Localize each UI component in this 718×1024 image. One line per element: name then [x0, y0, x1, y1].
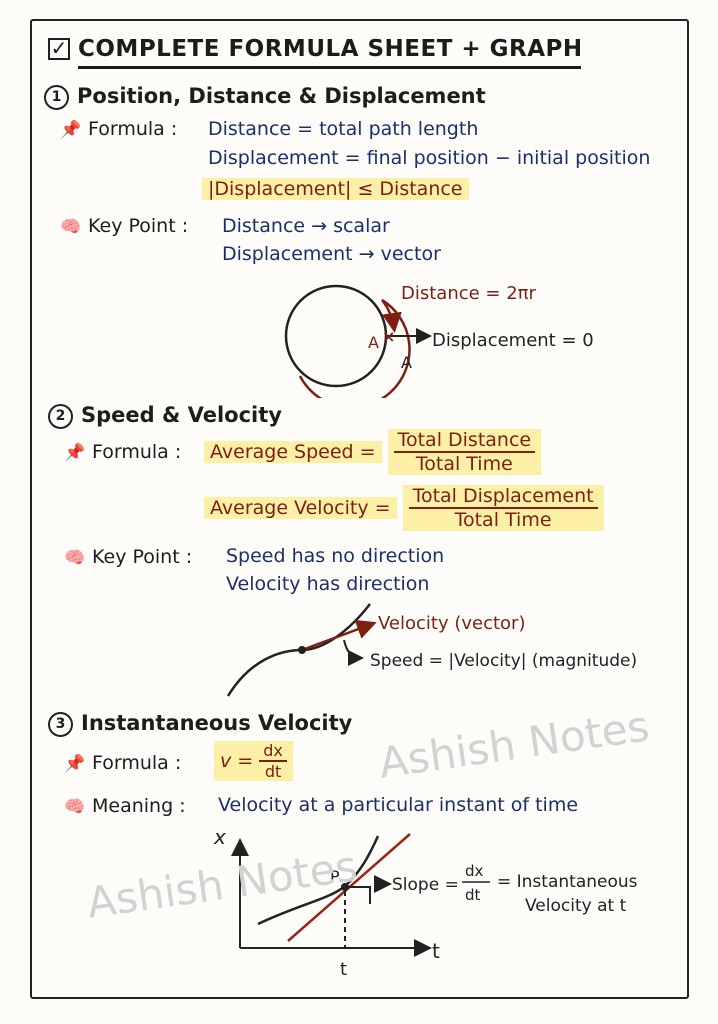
speed-key-line-1: Speed has no direction	[226, 545, 445, 567]
section-3-title: Instantaneous Velocity	[81, 711, 353, 735]
distance-label: Distance = 2πr	[401, 283, 537, 304]
brain-icon: 🧠	[60, 217, 82, 237]
velocity-symbol: v =	[220, 750, 254, 772]
slope-numerator: dx	[465, 862, 484, 880]
average-speed-lhs: Average Speed =	[204, 441, 382, 463]
velocity-diagram: Velocity (vector) Speed = |Velocity| (ma…	[226, 603, 637, 697]
section-3-heading: 3 Instantaneous Velocity	[48, 711, 352, 737]
average-speed-numerator: Total Distance	[393, 429, 536, 453]
point-a-label-2: A	[401, 353, 412, 372]
dx-dt-fraction: dx dt	[259, 741, 287, 781]
pushpin-icon: 📌	[60, 120, 82, 140]
section-3-number: 3	[48, 712, 73, 737]
speed-key-line-2: Velocity has direction	[226, 573, 430, 595]
title-underline	[78, 66, 581, 69]
average-speed-formula: Average Speed = Total Distance Total Tim…	[204, 429, 542, 475]
key-point-label: Key Point :	[92, 546, 193, 568]
key-line-2: Displacement → vector	[222, 243, 441, 265]
section-3-meaning-label-row: 🧠 Meaning :	[64, 795, 186, 817]
point-a-label: A	[368, 333, 379, 352]
checkbox-icon: ✓	[48, 38, 70, 60]
slope-triangle	[345, 886, 371, 904]
meaning-text: Velocity at a particular instant of time	[218, 794, 579, 816]
average-speed-denominator: Total Time	[415, 453, 513, 475]
section-2-number: 2	[48, 404, 73, 429]
average-speed-fraction: Total Distance Total Time	[387, 429, 542, 475]
distance-arc-head	[380, 299, 402, 333]
brain-icon: 🧠	[64, 797, 86, 817]
cross-mark: ×	[382, 327, 395, 346]
section-2-title: Speed & Velocity	[81, 403, 282, 427]
section-2-formula-label-row: 📌 Formula :	[64, 441, 181, 463]
average-velocity-formula: Average Velocity = Total Displacement To…	[204, 485, 604, 531]
distance-arc	[298, 298, 411, 398]
formula-label: Formula :	[88, 118, 178, 140]
slope-prefix: Slope =	[392, 875, 459, 895]
velocity-vector	[301, 619, 377, 652]
formula-line-1: Distance = total path length	[208, 118, 479, 140]
pushpin-icon: 📌	[64, 754, 86, 774]
point-p-label: P	[330, 867, 340, 886]
t-tick-label: t	[340, 959, 347, 980]
highlighted-inequality: |Displacement| ≤ Distance	[202, 178, 469, 200]
average-velocity-lhs: Average Velocity =	[204, 497, 397, 519]
section-1-heading: 1 Position, Distance & Displacement	[44, 84, 486, 110]
curve-point	[298, 646, 306, 654]
formula-label: Formula :	[92, 441, 182, 463]
section-2-key-label-row: 🧠 Key Point :	[64, 546, 192, 568]
slope-result-line-1: = Instantaneous	[497, 872, 638, 892]
page-border	[30, 19, 689, 999]
y-axis-label: x	[213, 825, 226, 849]
key-point-label: Key Point :	[88, 215, 189, 237]
section-3-formula-label-row: 📌 Formula :	[64, 752, 181, 774]
pushpin-icon: 📌	[64, 443, 86, 463]
meaning-label: Meaning :	[92, 795, 186, 817]
average-velocity-fraction: Total Displacement Total Time	[402, 485, 604, 531]
x-axis-label: t	[432, 939, 440, 963]
dt-denominator: dt	[264, 762, 282, 781]
page-title: COMPLETE FORMULA SHEET + GRAPH	[78, 36, 583, 62]
section-1-formula-label-row: 📌 Formula :	[60, 118, 177, 140]
instantaneous-velocity-graph: x t P t Slope = dx dt = Instantaneous Ve…	[213, 825, 638, 980]
brain-icon: 🧠	[64, 548, 86, 568]
section-2-heading: 2 Speed & Velocity	[48, 403, 282, 429]
average-velocity-numerator: Total Displacement	[408, 485, 598, 509]
section-1-title: Position, Distance & Displacement	[77, 84, 486, 108]
speed-magnitude-label: Speed = |Velocity| (magnitude)	[370, 651, 637, 671]
dx-numerator: dx	[259, 741, 287, 762]
circle-path	[284, 284, 388, 388]
formula-label: Formula :	[92, 752, 182, 774]
section-1-number: 1	[44, 85, 69, 110]
instantaneous-velocity-formula: v = dx dt	[214, 741, 293, 781]
slope-denominator: dt	[465, 886, 481, 904]
speed-pointer	[343, 639, 364, 666]
formula-line-2: Displacement = final position − initial …	[208, 147, 651, 169]
velocity-vector-label: Velocity (vector)	[378, 613, 525, 634]
circle-diagram: × A A Distance = 2πr Displacement = 0	[284, 283, 594, 398]
section-1-key-label-row: 🧠 Key Point :	[60, 215, 188, 237]
displacement-label: Displacement = 0	[432, 330, 594, 351]
slope-result-line-2: Velocity at t	[525, 896, 627, 916]
average-velocity-denominator: Total Time	[454, 509, 552, 531]
key-line-1: Distance → scalar	[222, 215, 390, 237]
